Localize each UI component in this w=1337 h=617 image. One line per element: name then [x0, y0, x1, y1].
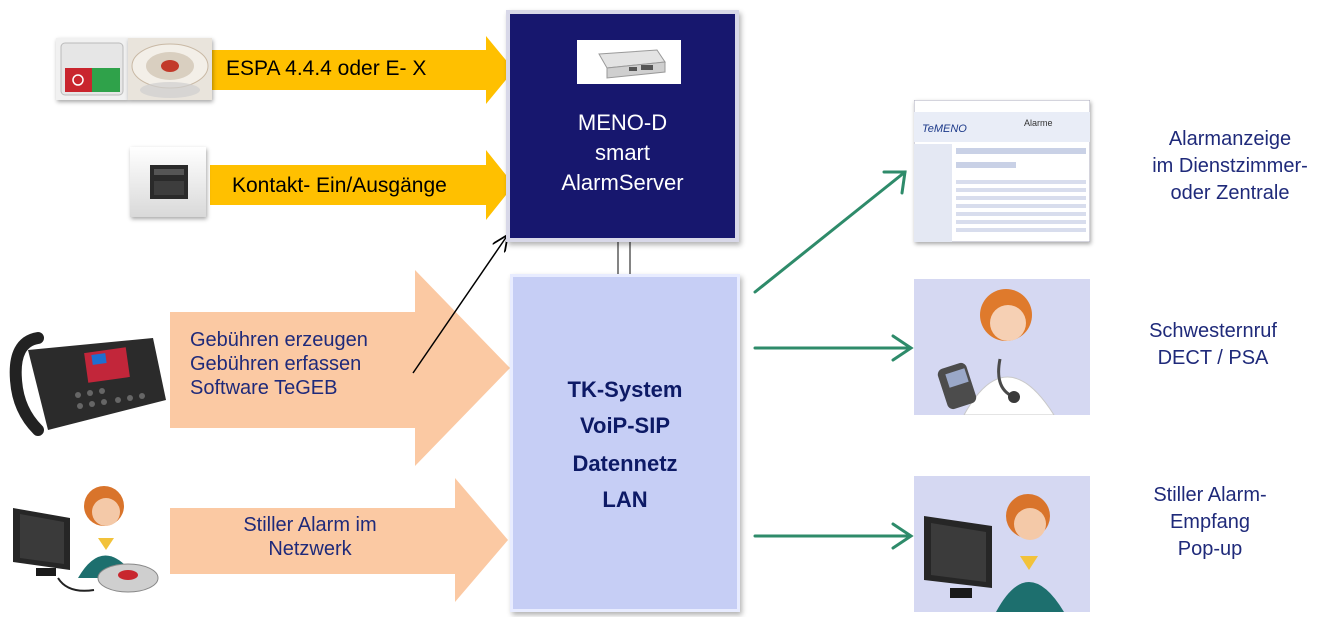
- svg-text:TeMENO: TeMENO: [922, 123, 967, 135]
- smoke-detector-image: [128, 38, 212, 100]
- server-line-3: AlarmServer: [561, 170, 684, 195]
- stiller-empfang-line-1: Stiller Alarm-: [1153, 484, 1267, 506]
- alarmanzeige-line-2: im Dienstzimmer-: [1152, 155, 1308, 177]
- receiver-operator-icon: [924, 494, 1064, 612]
- gebuehren-line-3: Software TeGEB: [190, 377, 338, 399]
- call-button-icon: [60, 42, 124, 96]
- tk-line-4: LAN: [602, 487, 648, 512]
- operator-icon: [13, 486, 159, 593]
- gebuehren-arrow: [170, 270, 510, 466]
- nurse-dect-image: [914, 279, 1090, 416]
- call-button-image: [56, 38, 128, 100]
- tk-line-2: VoiP-SIP: [579, 413, 671, 438]
- green-arrow-top: [753, 170, 907, 294]
- alarmanzeige-label: Alarmanzeige im Dienstzimmer- oder Zentr…: [1125, 126, 1335, 207]
- operator-computer-image: [8, 478, 168, 598]
- smoke-detector-icon: [131, 43, 209, 98]
- gebuehren-line-2: Gebühren erfassen: [190, 353, 362, 375]
- green-arrow-top-head: [882, 170, 907, 195]
- stiller-alarm-arrow: [170, 478, 508, 602]
- stiller-empfang-label: Stiller Alarm- Empfang Pop-up: [1110, 482, 1310, 563]
- tk-line-1: TK-System: [567, 377, 683, 402]
- schwesternruf-line-2: DECT / PSA: [1157, 347, 1269, 369]
- alarm-screen-icon: TeMENO Alarme: [913, 99, 1091, 243]
- gebuehren-label: Gebühren erzeugen Gebühren erfassen Soft…: [190, 328, 368, 400]
- server-device-icon: [598, 49, 666, 79]
- schwesternruf-label: Schwesternruf DECT / PSA: [1113, 318, 1313, 372]
- contact-module-image: [130, 147, 206, 217]
- stiller-label: Stiller Alarm im Netzwerk: [180, 513, 440, 561]
- contact-module-icon: [150, 165, 188, 199]
- connector-arrow: [412, 236, 507, 374]
- server-line-1: MENO-D: [577, 110, 668, 135]
- stiller-empfang-line-3: Pop-up: [1177, 538, 1243, 560]
- schwesternruf-line-1: Schwesternruf: [1149, 320, 1277, 342]
- alarmanzeige-line-1: Alarmanzeige: [1168, 128, 1292, 150]
- alarm-screen-image: TeMENO Alarme: [913, 99, 1091, 243]
- tk-line-3: Datennetz: [572, 451, 678, 476]
- espa-arrow: [210, 36, 514, 104]
- stiller-line-2: Netzwerk: [268, 538, 352, 560]
- kontakt-label: Kontakt- Ein/Ausgänge: [232, 174, 447, 197]
- server-device-image: [577, 40, 681, 84]
- alarmanzeige-line-3: oder Zentrale: [1170, 182, 1290, 204]
- screen-title: Alarme: [1024, 118, 1053, 128]
- silent-alarm-receiver-image: [914, 476, 1090, 612]
- tk-system-box: TK-System VoiP-SIP Datennetz LAN: [510, 274, 740, 612]
- alarm-server-box: MENO-D smart AlarmServer: [506, 10, 739, 242]
- server-line-2: smart: [595, 140, 650, 165]
- stiller-line-1: Stiller Alarm im: [243, 514, 377, 536]
- espa-label: ESPA 4.4.4 oder E- X: [226, 57, 427, 80]
- nurse-icon: [937, 289, 1055, 416]
- green-arrow-middle-head: [891, 334, 914, 362]
- green-arrow-bottom-head: [891, 522, 914, 550]
- desk-phone-image: [8, 320, 168, 440]
- desk-phone-icon: [9, 332, 166, 436]
- kontakt-arrow: [210, 150, 514, 220]
- stiller-empfang-line-2: Empfang: [1169, 511, 1251, 533]
- gebuehren-line-1: Gebühren erzeugen: [190, 329, 368, 351]
